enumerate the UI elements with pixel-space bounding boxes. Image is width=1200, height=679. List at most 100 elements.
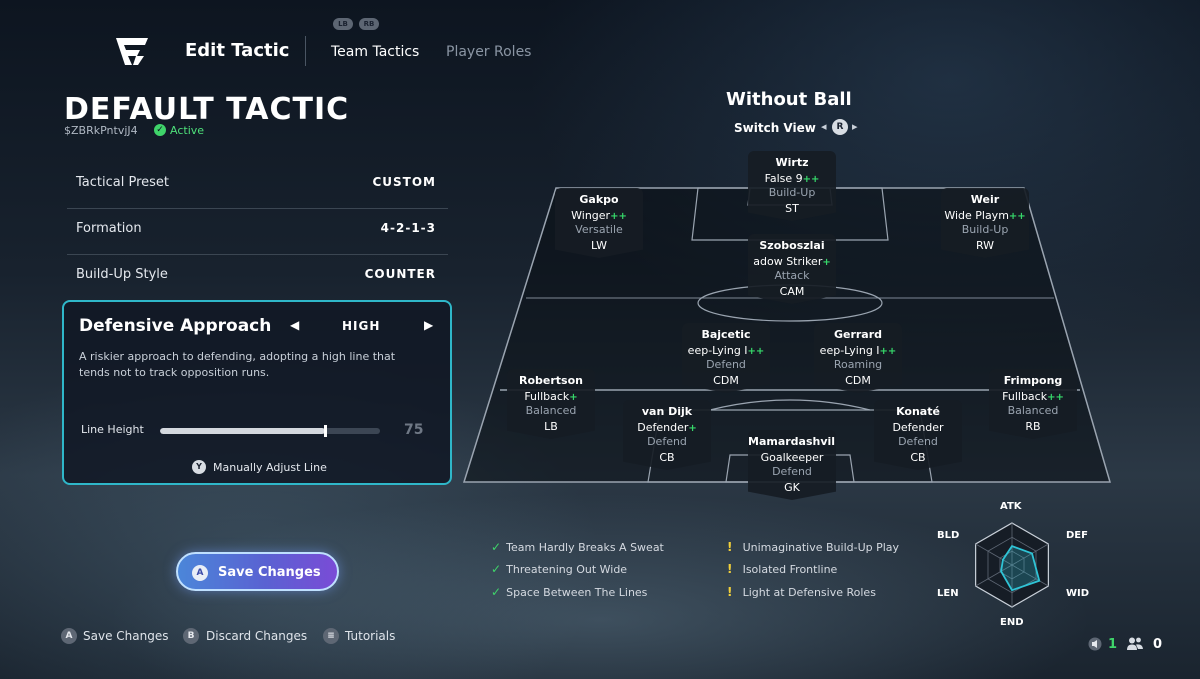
player-card-cb-right[interactable]: Konaté Defender Defend CB [874,400,962,470]
defensive-approach-title: Defensive Approach [79,316,272,336]
player-card-st[interactable]: Wirtz False 9++ Build-Up ST [748,151,836,221]
chevron-right-icon[interactable]: ▸ [852,120,858,133]
strength-item: ✓ Threatening Out Wide [491,562,628,576]
player-role: eep-Lying I++ [819,344,897,357]
tactic-name: DEFAULT TACTIC [64,92,350,127]
radar-label-end: END [1000,617,1024,628]
exclamation-icon: ! [727,585,733,599]
tab-player-roles[interactable]: Player Roles [446,44,532,60]
setting-value: CUSTOM [372,175,436,189]
player-role: Goalkeeper [760,451,824,464]
player-card-lw[interactable]: Gakpo Winger++ Versatile LW [555,188,643,258]
player-focus: Roaming [833,358,883,371]
player-position: CDM [845,374,871,387]
a-button-icon: A [192,565,208,581]
player-name: Szoboszlai [759,239,825,252]
speaker-icon [1088,637,1102,651]
setting-label: Build-Up Style [76,267,168,282]
line-height-handle[interactable] [324,425,327,437]
player-position: CB [910,451,926,464]
defensive-approach-card[interactable]: Defensive Approach ◀ HIGH ▶ A riskier ap… [62,300,452,485]
setting-label: Tactical Preset [76,175,170,190]
weakness-item: ! Light at Defensive Roles [727,585,876,599]
tab-team-tactics[interactable]: Team Tactics [331,44,420,60]
footer-save-changes[interactable]: Save Changes [83,629,169,643]
save-changes-label: Save Changes [218,565,321,580]
player-card-cb-left[interactable]: van Dijk Defender+ Defend CB [623,400,711,470]
save-changes-button[interactable]: A Save Changes [176,552,339,591]
r-button-icon[interactable]: R [832,119,848,135]
exclamation-icon: ! [727,562,733,576]
player-card-rb[interactable]: Frimpong Fullback++ Balanced RB [989,369,1077,439]
player-role: Defender+ [637,421,697,434]
line-height-value: 75 [404,422,424,438]
line-height-slider[interactable] [160,428,380,434]
player-card-cam[interactable]: Szoboszlai adow Striker+ Attack CAM [748,234,836,304]
y-button-icon[interactable]: Y [192,460,206,474]
player-position: ST [785,202,799,215]
chevron-left-icon[interactable]: ◂ [821,120,827,133]
radar-axis [975,543,1013,566]
player-name: Frimpong [1003,374,1063,387]
player-name: Gakpo [579,193,619,206]
setting-row-build-up-style[interactable]: Build-Up Style COUNTER [67,255,448,301]
tactic-radar-chart [975,522,1049,608]
player-position: CB [659,451,675,464]
line-height-label: Line Height [81,423,144,436]
player-card-cdm-left[interactable]: Bajcetic eep-Lying I++ Defend CDM [682,323,770,393]
checkmark-icon: ✓ [491,585,502,599]
strength-item: ✓ Space Between The Lines [491,585,648,599]
header-divider [305,36,306,66]
player-focus: Balanced [525,404,577,417]
lb-button-icon[interactable]: LB [333,18,353,30]
menu-button-icon[interactable]: ≡ [323,628,339,644]
radar-axis [975,564,1013,587]
strength-item: ✓ Team Hardly Breaks A Sweat [491,540,664,554]
setting-row-tactical-preset[interactable]: Tactical Preset CUSTOM [67,163,448,209]
arrow-left-icon[interactable]: ◀ [290,318,300,332]
player-focus: Defend [898,435,938,448]
radar-label-len: LEN [937,588,959,599]
radar-axis [1011,564,1049,587]
footer-tutorials[interactable]: Tutorials [345,629,396,643]
player-card-gk[interactable]: Mamardashvili Goalkeeper Defend GK [748,430,836,500]
player-position: CDM [713,374,739,387]
setting-value: 4-2-1-3 [380,221,436,235]
player-role: Fullback+ [524,390,578,403]
player-card-lb[interactable]: Robertson Fullback+ Balanced LB [507,369,595,439]
footer-discard-changes[interactable]: Discard Changes [206,629,308,643]
player-role: eep-Lying I++ [687,344,765,357]
player-focus: Versatile [575,223,623,236]
radar-label-def: DEF [1066,530,1088,541]
player-card-cdm-right[interactable]: Gerrard eep-Lying I++ Roaming CDM [814,323,902,393]
player-position: CAM [779,285,805,298]
player-focus: Defend [706,358,746,371]
checkmark-icon: ✓ [491,562,502,576]
player-focus: Defend [772,465,812,478]
switch-view-label[interactable]: Switch View [734,121,816,135]
radar-label-atk: ATK [1000,501,1022,512]
player-focus: Defend [647,435,687,448]
b-button-icon[interactable]: B [183,628,199,644]
player-card-rw[interactable]: Weir Wide Playm++ Build-Up RW [941,188,1029,258]
player-role: adow Striker+ [753,255,831,268]
group-icon [1127,637,1143,650]
exclamation-icon: ! [727,540,733,554]
arrow-right-icon[interactable]: ▶ [424,318,434,332]
player-position: RW [975,239,995,252]
group-count: 0 [1153,637,1163,652]
player-name: Mamardashvili [748,435,836,448]
speaker-count: 1 [1108,637,1118,652]
a-button-icon[interactable]: A [61,628,77,644]
view-title: Without Ball [726,89,852,110]
radar-label-wid: WID [1066,588,1090,599]
rb-button-icon[interactable]: RB [359,18,379,30]
manual-adjust-line-label[interactable]: Manually Adjust Line [213,461,327,474]
weakness-item: ! Unimaginative Build-Up Play [727,540,900,554]
player-name: Gerrard [833,328,883,341]
weakness-item: ! Isolated Frontline [727,562,838,576]
check-circle-icon: ✓ [154,124,166,136]
setting-row-formation[interactable]: Formation 4-2-1-3 [67,209,448,255]
player-name: Robertson [519,374,583,387]
line-height-fill [160,428,325,434]
